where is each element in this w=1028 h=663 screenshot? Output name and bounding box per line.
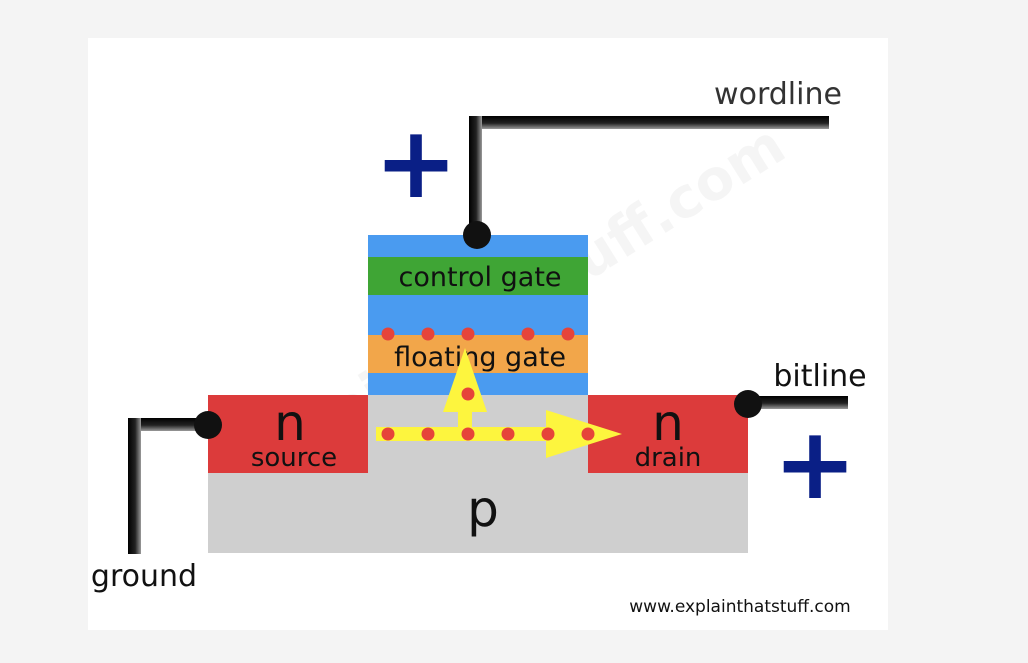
ground-horizontal-wire xyxy=(128,418,210,431)
source-label: source xyxy=(251,443,337,473)
ground-vertical-wire xyxy=(128,418,141,554)
ground-contact-dot xyxy=(194,411,222,439)
bitline-wire xyxy=(734,390,848,418)
electron-dot xyxy=(381,427,395,441)
electron-dot xyxy=(581,427,595,441)
electron-dot xyxy=(461,387,475,401)
electron-dot xyxy=(421,427,435,441)
floating-gate-layer xyxy=(368,335,588,373)
drain-n-label: n xyxy=(652,394,684,452)
vertical-arrow-head xyxy=(443,348,487,412)
p-substrate-label: p xyxy=(467,480,499,538)
drain-label: drain xyxy=(635,443,702,473)
n-source-region xyxy=(208,395,368,473)
tunnel-oxide-layer xyxy=(368,373,588,395)
ground-label: ground xyxy=(91,559,197,594)
channel-electrons xyxy=(381,387,595,441)
control-gate-label: control gate xyxy=(398,262,561,293)
electron-dot xyxy=(461,327,475,341)
bitline-horizontal-wire xyxy=(746,396,848,409)
wordline-label: wordline xyxy=(714,77,842,112)
credit-text: www.explainthatstuff.com xyxy=(629,597,850,617)
electron-dot xyxy=(421,327,435,341)
wordline-plus-icon: + xyxy=(374,104,458,221)
electron-dot xyxy=(461,427,475,441)
middle-oxide-layer xyxy=(368,295,588,335)
trapped-electrons xyxy=(381,327,575,341)
ground-wire xyxy=(128,411,222,554)
source-n-label: n xyxy=(274,394,306,452)
wordline-horizontal-wire xyxy=(469,116,829,129)
bitline-plus-icon: + xyxy=(773,405,857,522)
wordline-contact-dot xyxy=(463,221,491,249)
electron-dot xyxy=(521,327,535,341)
wordline-wire xyxy=(463,116,829,249)
floating-gate-label: floating gate xyxy=(394,342,566,373)
wordline-vertical-wire xyxy=(469,116,482,238)
electron-dot xyxy=(501,427,515,441)
bitline-label: bitline xyxy=(773,359,866,394)
electron-dot xyxy=(561,327,575,341)
control-gate-layer xyxy=(368,257,588,295)
p-substrate xyxy=(208,473,748,553)
electron-dot xyxy=(381,327,395,341)
electron-dot xyxy=(541,427,555,441)
bitline-contact-dot xyxy=(734,390,762,418)
